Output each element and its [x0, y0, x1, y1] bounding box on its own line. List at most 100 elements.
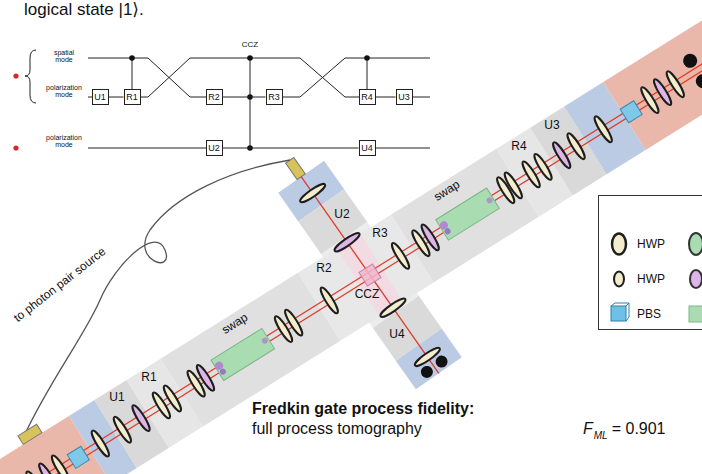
- gate-box: R2: [206, 89, 223, 105]
- wire-connector: [223, 97, 266, 98]
- mode-label: polarization mode: [43, 134, 85, 149]
- main-optics: [161, 384, 183, 413]
- pbs-icon: [611, 303, 629, 321]
- legend-row: HWP: [607, 267, 665, 291]
- legend-cut-icons: [690, 270, 702, 288]
- main-optics: [620, 101, 642, 123]
- gate-label: R3: [268, 93, 280, 102]
- legend-text: PBS: [637, 307, 661, 321]
- wire-connector: [109, 97, 124, 98]
- gate-label: R4: [361, 93, 373, 102]
- legend-swatch: [607, 302, 631, 326]
- gate-label: U1: [94, 93, 106, 102]
- main-optics: [664, 70, 686, 99]
- fidelity-symbol: F: [583, 420, 593, 438]
- main-optics: [0, 26, 702, 474]
- circuit-wire: [88, 58, 430, 59]
- cross-optics: [289, 168, 451, 382]
- gate-box: U4: [359, 140, 376, 156]
- main-optics: [318, 286, 340, 315]
- gate-box: R4: [359, 89, 376, 105]
- main-optics: [283, 308, 305, 337]
- waveplate-icon: [612, 234, 626, 255]
- gate-label: U3: [398, 93, 410, 102]
- legend-cut-icons: [689, 306, 702, 322]
- control-dot: [247, 55, 253, 61]
- main-optics: [67, 446, 89, 468]
- main-optics: [0, 39, 702, 474]
- main-optics: [130, 404, 152, 433]
- gate-label: R2: [208, 93, 220, 102]
- gate-box: U1: [92, 89, 109, 105]
- legend-row: HWP: [607, 232, 665, 256]
- part-label: U2: [334, 208, 349, 221]
- cross-optics: [433, 353, 450, 370]
- optical-fibre: [24, 160, 290, 436]
- waveplate-icon: [614, 272, 624, 287]
- brace: [25, 50, 36, 103]
- main-optics: [390, 241, 412, 270]
- main-optics: [211, 328, 275, 380]
- result-text: full process tomography: [252, 420, 422, 438]
- part-label: U3: [544, 119, 559, 132]
- legend-swatch: [607, 232, 631, 256]
- legend-text: HWP: [637, 272, 665, 286]
- control-dot: [364, 55, 370, 61]
- pbs-icon: [611, 306, 626, 321]
- gate-label: U4: [361, 144, 373, 153]
- circuit-wire: [88, 148, 430, 149]
- main-optics: [693, 72, 702, 91]
- cross-optics: [333, 231, 362, 254]
- fidelity-value: = 0.901: [612, 420, 666, 438]
- fidelity-subscript: ML: [594, 430, 608, 441]
- part-label: R2: [316, 262, 331, 275]
- control-dot: [129, 55, 370, 151]
- part-label: R1: [141, 371, 156, 384]
- legend-cut-icons: [689, 233, 702, 255]
- main-optics: [50, 454, 72, 474]
- gate-box: U2: [206, 140, 223, 156]
- gate-label: U2: [208, 144, 220, 153]
- main-optics: [502, 171, 524, 200]
- main-arm: [603, 8, 702, 150]
- main-optics: [551, 141, 573, 170]
- circuit-wire: [148, 58, 345, 97]
- gate-label: R1: [126, 93, 138, 102]
- qubit-dot: [13, 73, 18, 150]
- main-optics: [680, 51, 699, 70]
- main-optics: [419, 223, 441, 252]
- legend-box: HWP HWP PBS: [598, 195, 702, 330]
- cross-optics: [298, 182, 327, 205]
- cross-optics: [301, 177, 439, 374]
- main-optics: [565, 132, 587, 161]
- part-label: CCZ: [355, 288, 380, 301]
- mode-label: polarization mode: [43, 84, 85, 99]
- qubit-dot: [13, 145, 18, 150]
- circuit-wire: [25, 50, 430, 148]
- mode-label: spatial mode: [49, 49, 79, 64]
- legend-swatch: [607, 267, 631, 291]
- legend-text: HWP: [637, 237, 665, 251]
- gate-name: CCZ: [242, 41, 258, 50]
- cross-arm: [396, 329, 462, 390]
- fibre-coupler: [18, 424, 42, 444]
- cross-optics: [419, 364, 436, 381]
- fibre-coupler: [18, 424, 42, 444]
- main-optics: [359, 264, 381, 286]
- result-heading: Fredkin gate process fidelity:: [252, 400, 474, 418]
- gate-box: R3: [266, 89, 283, 105]
- gate-box: R1: [124, 89, 141, 105]
- wire-connector: [223, 148, 359, 149]
- cross-optics: [379, 296, 408, 319]
- main-optics: [111, 415, 133, 444]
- legend-row: PBS: [607, 302, 661, 326]
- wire-connector: [376, 97, 396, 98]
- part-label: R3: [372, 227, 387, 240]
- main-optics: [592, 115, 614, 144]
- circuit-wire: [132, 58, 367, 148]
- control-dot: [129, 55, 135, 61]
- part-label: R4: [511, 140, 526, 153]
- main-arm: [0, 8, 702, 474]
- main-optics: [89, 429, 111, 458]
